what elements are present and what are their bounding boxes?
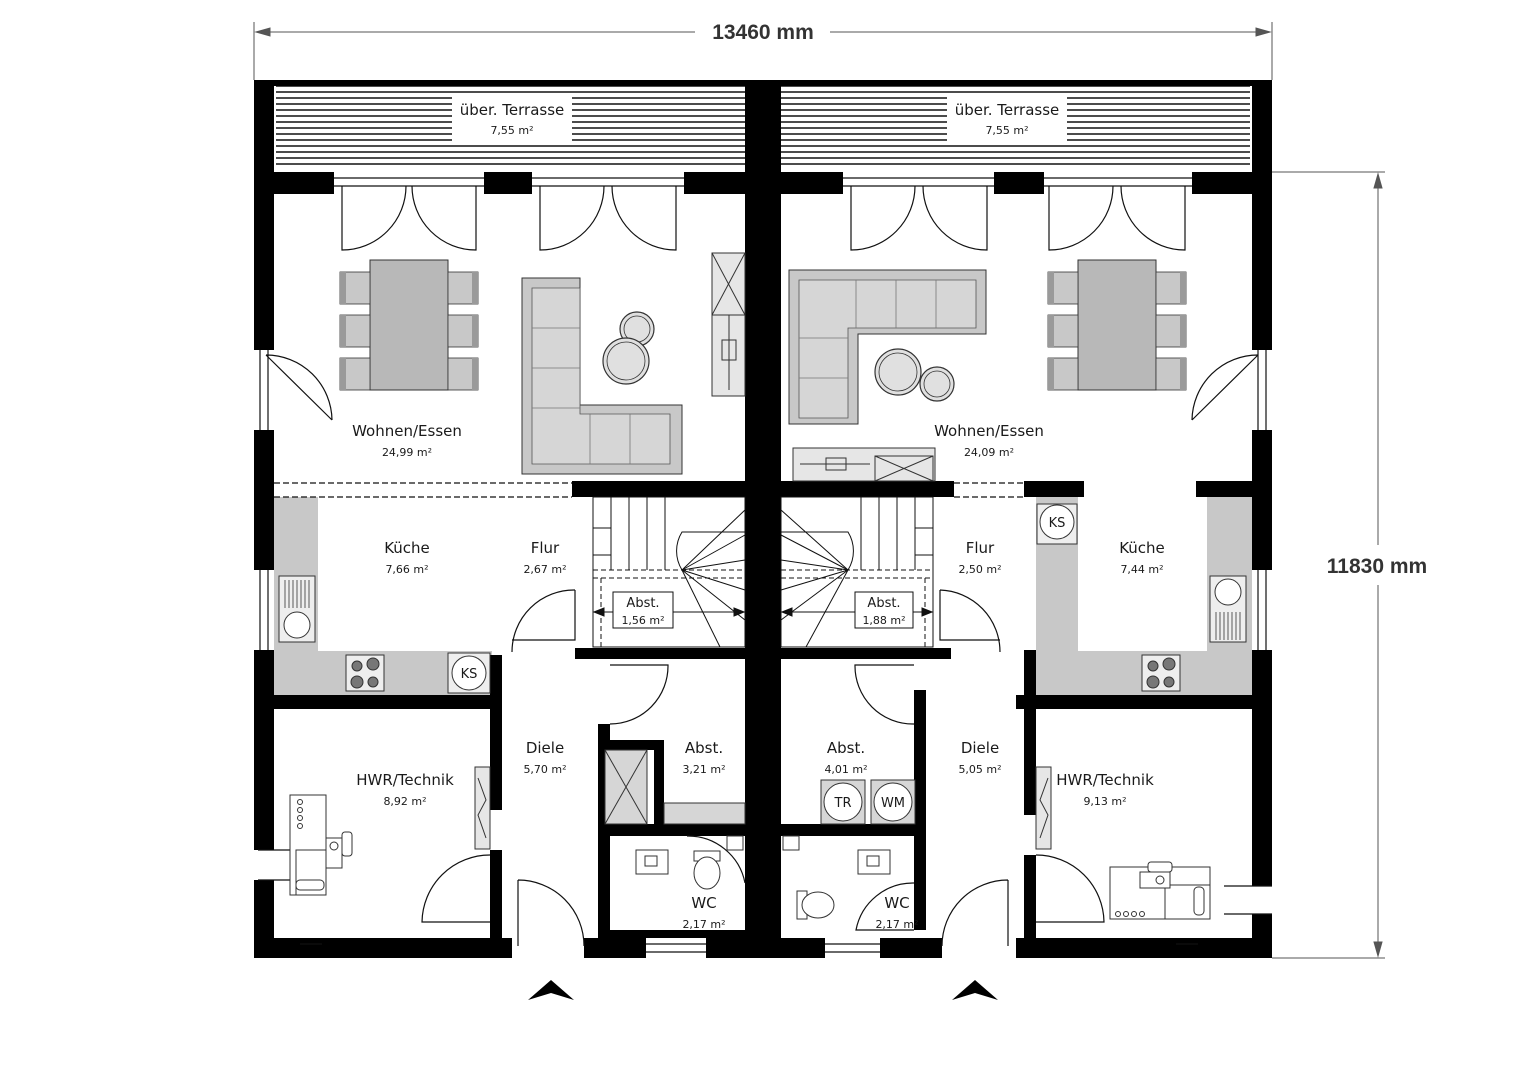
right-ks-label: KS bbox=[1049, 516, 1066, 531]
left-flur-name: Flur bbox=[531, 539, 560, 557]
left-diele-area: 5,70 m² bbox=[523, 763, 566, 776]
left-wc-area: 2,17 m² bbox=[682, 918, 725, 931]
walls bbox=[254, 80, 1272, 958]
right-flur-name: Flur bbox=[966, 539, 995, 557]
right-abst-name: Abst. bbox=[827, 739, 865, 757]
terrace-label-bg-right bbox=[947, 97, 1067, 141]
height-dimension-label: 11830 mm bbox=[1327, 555, 1427, 578]
furniture-right bbox=[780, 259, 1247, 920]
width-dimension-label: 13460 mm bbox=[712, 21, 814, 44]
left-terrace-name: über. Terrasse bbox=[460, 101, 565, 119]
left-kueche-area: 7,66 m² bbox=[385, 563, 428, 576]
left-abst-area: 3,21 m² bbox=[682, 763, 725, 776]
right-wc-name: WC bbox=[884, 894, 909, 912]
right-wm-label: WM bbox=[881, 796, 905, 811]
left-terrace-area: 7,55 m² bbox=[490, 124, 533, 137]
left-wohnen-name: Wohnen/Essen bbox=[352, 422, 462, 440]
right-kueche-area: 7,44 m² bbox=[1120, 563, 1163, 576]
right-terrace-area: 7,55 m² bbox=[985, 124, 1028, 137]
left-ks-label: KS bbox=[461, 667, 478, 682]
left-hwr-name: HWR/Technik bbox=[356, 771, 454, 789]
right-terrace-name: über. Terrasse bbox=[955, 101, 1060, 119]
left-wc-name: WC bbox=[691, 894, 716, 912]
right-diele-name: Diele bbox=[961, 739, 999, 757]
left-abst-name: Abst. bbox=[685, 739, 723, 757]
right-abst-stair-name: Abst. bbox=[867, 596, 900, 611]
left-diele-name: Diele bbox=[526, 739, 564, 757]
right-wc-area: 2,17 m² bbox=[875, 918, 918, 931]
left-abst-stair-area: 1,56 m² bbox=[621, 614, 664, 627]
dimension-height bbox=[1272, 171, 1385, 959]
right-abst-area: 4,01 m² bbox=[824, 763, 867, 776]
left-flur-area: 2,67 m² bbox=[523, 563, 566, 576]
right-hwr-area: 9,13 m² bbox=[1083, 795, 1126, 808]
right-wohnen-area: 24,09 m² bbox=[964, 446, 1014, 459]
left-hwr-area: 8,92 m² bbox=[383, 795, 426, 808]
right-hwr-name: HWR/Technik bbox=[1056, 771, 1154, 789]
left-abst-stair-name: Abst. bbox=[626, 596, 659, 611]
right-abst-stair-area: 1,88 m² bbox=[862, 614, 905, 627]
right-flur-area: 2,50 m² bbox=[958, 563, 1001, 576]
terrace-label-bg-left bbox=[452, 97, 572, 141]
right-tr-label: TR bbox=[834, 796, 852, 811]
right-diele-area: 5,05 m² bbox=[958, 763, 1001, 776]
furniture-left bbox=[278, 252, 746, 896]
entrance-arrow-left bbox=[528, 980, 574, 1000]
right-wohnen-name: Wohnen/Essen bbox=[934, 422, 1044, 440]
entrance-arrow-right bbox=[952, 980, 998, 1000]
left-wohnen-area: 24,99 m² bbox=[382, 446, 432, 459]
dimension-width bbox=[253, 22, 1273, 80]
left-kueche-name: Küche bbox=[384, 539, 430, 557]
terrace-doors bbox=[258, 177, 1272, 953]
right-kueche-name: Küche bbox=[1119, 539, 1165, 557]
